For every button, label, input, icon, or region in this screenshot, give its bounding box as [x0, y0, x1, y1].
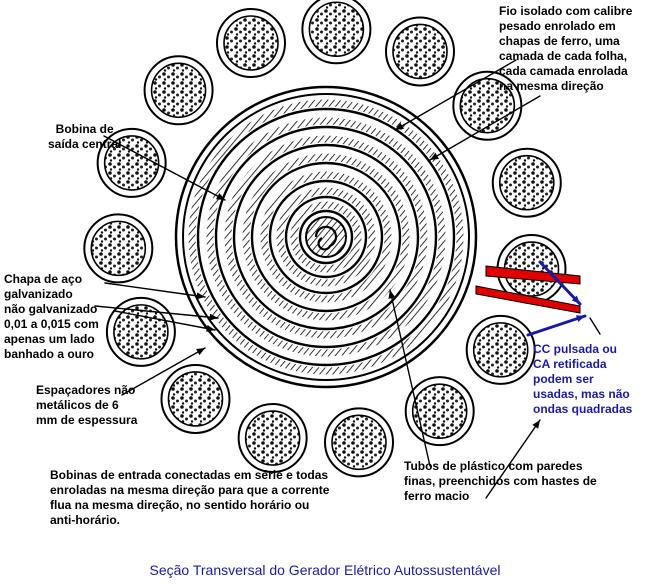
- text-line: Tubos de plástico com paredes: [404, 459, 583, 473]
- steel-sheet-layer: [214, 125, 438, 349]
- text-line: na mesma direção: [499, 79, 604, 93]
- plastic-tubes-label: Tubos de plástico com paredes finas, pre…: [404, 459, 597, 504]
- iron-rod-tube: [384, 16, 455, 87]
- text-line: galvanizado: [4, 287, 73, 301]
- leader-line: [104, 282, 206, 298]
- text-line: não galvanizado: [4, 302, 98, 316]
- leader-line: [485, 419, 541, 499]
- text-line: chapas de ferro, uma: [499, 34, 620, 48]
- spacers-label: Espaçadores não metálicos de 6 mm de esp…: [36, 383, 137, 428]
- leader-arrowhead: [216, 193, 225, 200]
- text-line: CC pulsada ou: [533, 342, 618, 356]
- iron-rod-tube: [237, 403, 308, 474]
- iron-rod-tube: [324, 407, 395, 478]
- text-line: Bobinas de entrada conectadas em série e…: [50, 468, 329, 482]
- text-line: flua na mesma direção, no sentido horári…: [50, 498, 310, 512]
- coil-core: [305, 216, 347, 258]
- input-power-label: CC pulsada ou CA retificada podem ser us…: [533, 342, 632, 417]
- steel-sheet-layer: [250, 161, 402, 313]
- input-coils-label: Bobinas de entrada conectadas em série e…: [50, 468, 329, 528]
- leader-line: [121, 347, 206, 396]
- leader-arrowhead: [388, 290, 396, 299]
- connection-arrows: [94, 59, 601, 499]
- text-line: podem ser: [533, 372, 594, 386]
- leader-line: [103, 135, 226, 201]
- central-coil-rings: [174, 85, 478, 389]
- input-arrowhead: [576, 315, 585, 322]
- steel-sheet-layer: [284, 195, 368, 279]
- text-line: banhado a ouro: [4, 347, 94, 361]
- input-arrow: [526, 314, 587, 337]
- leader-line: [114, 310, 216, 331]
- text-line: Fio isolado com calibre: [499, 4, 633, 18]
- outer-casing-inner-edge: [182, 93, 470, 381]
- leader-arrowhead: [395, 122, 404, 130]
- text-line: cada camada enrolada: [499, 64, 628, 78]
- insulated-wire-label: Fio isolado com calibre pesado enrolado …: [499, 4, 632, 94]
- steel-sheet-layer: [196, 107, 456, 367]
- steel-sheet-layer: [268, 179, 384, 295]
- iron-rod-tube: [465, 314, 536, 385]
- text-line: Bobina de: [55, 122, 114, 136]
- text-line: Chapa de aço: [4, 272, 83, 286]
- figure-caption: Seção Transversal do Gerador Elétrico Au…: [149, 562, 501, 578]
- leader-line: [429, 95, 541, 161]
- iron-rod-tube: [96, 127, 167, 198]
- leader-arrowhead: [209, 313, 218, 321]
- leader-arrowhead: [430, 152, 439, 160]
- text-line: mm de espessura: [36, 413, 138, 427]
- iron-rod-tube: [496, 234, 567, 305]
- wire-winding-layer: [276, 187, 376, 287]
- wire-winding-layer: [206, 117, 446, 357]
- wire-winding-layer: [224, 135, 428, 339]
- output-coil-label: Bobina de saída central: [48, 122, 121, 152]
- coil-spiral-start: [314, 225, 338, 251]
- text-line: anti-horário.: [50, 513, 121, 527]
- text-line: apenas um lado: [4, 332, 95, 346]
- leader-line: [394, 59, 517, 131]
- output-wire: [475, 285, 581, 314]
- text-line: ondas quadradas: [533, 402, 633, 416]
- text-line: camada de cada folha,: [499, 49, 628, 63]
- iron-rod-tube: [404, 376, 475, 447]
- text-line: usadas, mas não: [533, 387, 630, 401]
- text-line: enroladas na mesma direção para que a co…: [50, 483, 330, 497]
- wire-winding-layer: [242, 153, 410, 321]
- input-arrowhead: [571, 295, 580, 304]
- leader-arrowhead: [206, 325, 215, 332]
- leader-arrowhead: [196, 292, 205, 300]
- text-line: pesado enrolado em: [499, 19, 616, 33]
- iron-rod-tube: [160, 363, 231, 434]
- iron-rod-tube: [143, 55, 214, 126]
- steel-sheet-label: Chapa de aço galvanizado não galvanizado…: [4, 272, 99, 362]
- iron-rod-tube: [301, 0, 372, 65]
- text-line: CA retificada: [533, 357, 607, 371]
- steel-sheet-layer: [298, 209, 354, 265]
- text-line: ferro macio: [404, 489, 470, 503]
- iron-rod-tube: [491, 147, 562, 218]
- wire-winding-layer: [260, 171, 392, 303]
- text-line: metálicos de 6: [36, 398, 119, 412]
- leader-line: [589, 317, 601, 335]
- leader-arrowhead: [532, 420, 540, 429]
- text-line: finas, preenchidos com hastes de: [404, 474, 597, 488]
- text-line: 0,01 a 0,015 com: [4, 317, 99, 331]
- iron-rod-tubes: [83, 0, 567, 478]
- text-line: Espaçadores não: [36, 383, 136, 397]
- steel-sheet-layer: [232, 143, 420, 331]
- wire-winding-layer: [188, 99, 464, 375]
- text-line: saída central: [48, 137, 122, 151]
- wire-winding-layer: [290, 201, 362, 273]
- iron-rod-tube: [83, 213, 154, 284]
- iron-rod-tube: [216, 7, 287, 78]
- input-arrow: [538, 260, 582, 306]
- leader-line: [389, 289, 431, 467]
- leader-arrowhead: [196, 348, 205, 356]
- leader-line: [94, 305, 219, 319]
